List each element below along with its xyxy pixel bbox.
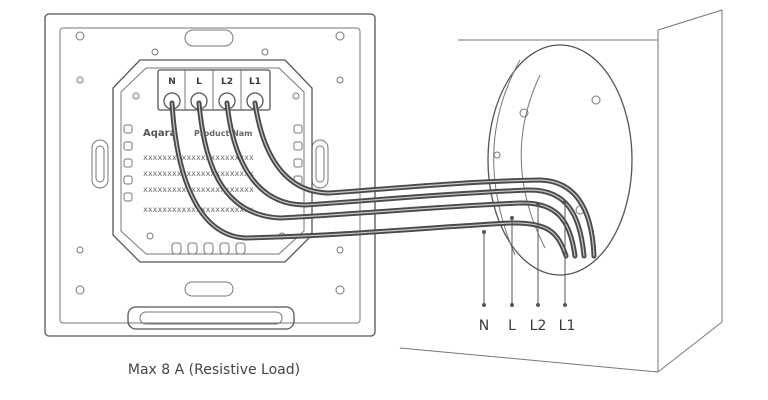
max-load-caption: Max 8 A (Resistive Load) bbox=[128, 362, 300, 378]
wire-highlights bbox=[171, 102, 595, 257]
wire-label-l1: L1 bbox=[559, 318, 576, 334]
brand-logo-text: Aqara bbox=[143, 128, 176, 139]
serial-line-3: xxxxxxxxxxxxxxxxxxxxxxx bbox=[143, 185, 254, 194]
wires bbox=[169, 100, 597, 259]
terminal-label-l1: L1 bbox=[249, 77, 261, 87]
wire-leader-dots bbox=[482, 200, 567, 307]
wire-label-l2: L2 bbox=[530, 318, 547, 334]
serial-line-2: xxxxxxxxxxxxxxxxxxxxxxx bbox=[143, 169, 254, 178]
wire-l1 bbox=[252, 100, 597, 259]
product-name-text: Product Nam bbox=[194, 129, 253, 138]
serial-line-1: xxxxxxxxxxxxxxxxxxxxxxx bbox=[143, 153, 254, 162]
wire-label-l: L bbox=[508, 318, 516, 334]
wire-leaders bbox=[483, 202, 566, 305]
terminal-label-l: L bbox=[196, 77, 202, 87]
terminal-label-l2: L2 bbox=[221, 77, 233, 87]
wall-box bbox=[399, 9, 723, 373]
wire-label-n: N bbox=[479, 318, 489, 334]
switch-module bbox=[112, 59, 313, 263]
switch-backplate bbox=[44, 13, 376, 337]
terminal-label-n: N bbox=[168, 77, 176, 87]
